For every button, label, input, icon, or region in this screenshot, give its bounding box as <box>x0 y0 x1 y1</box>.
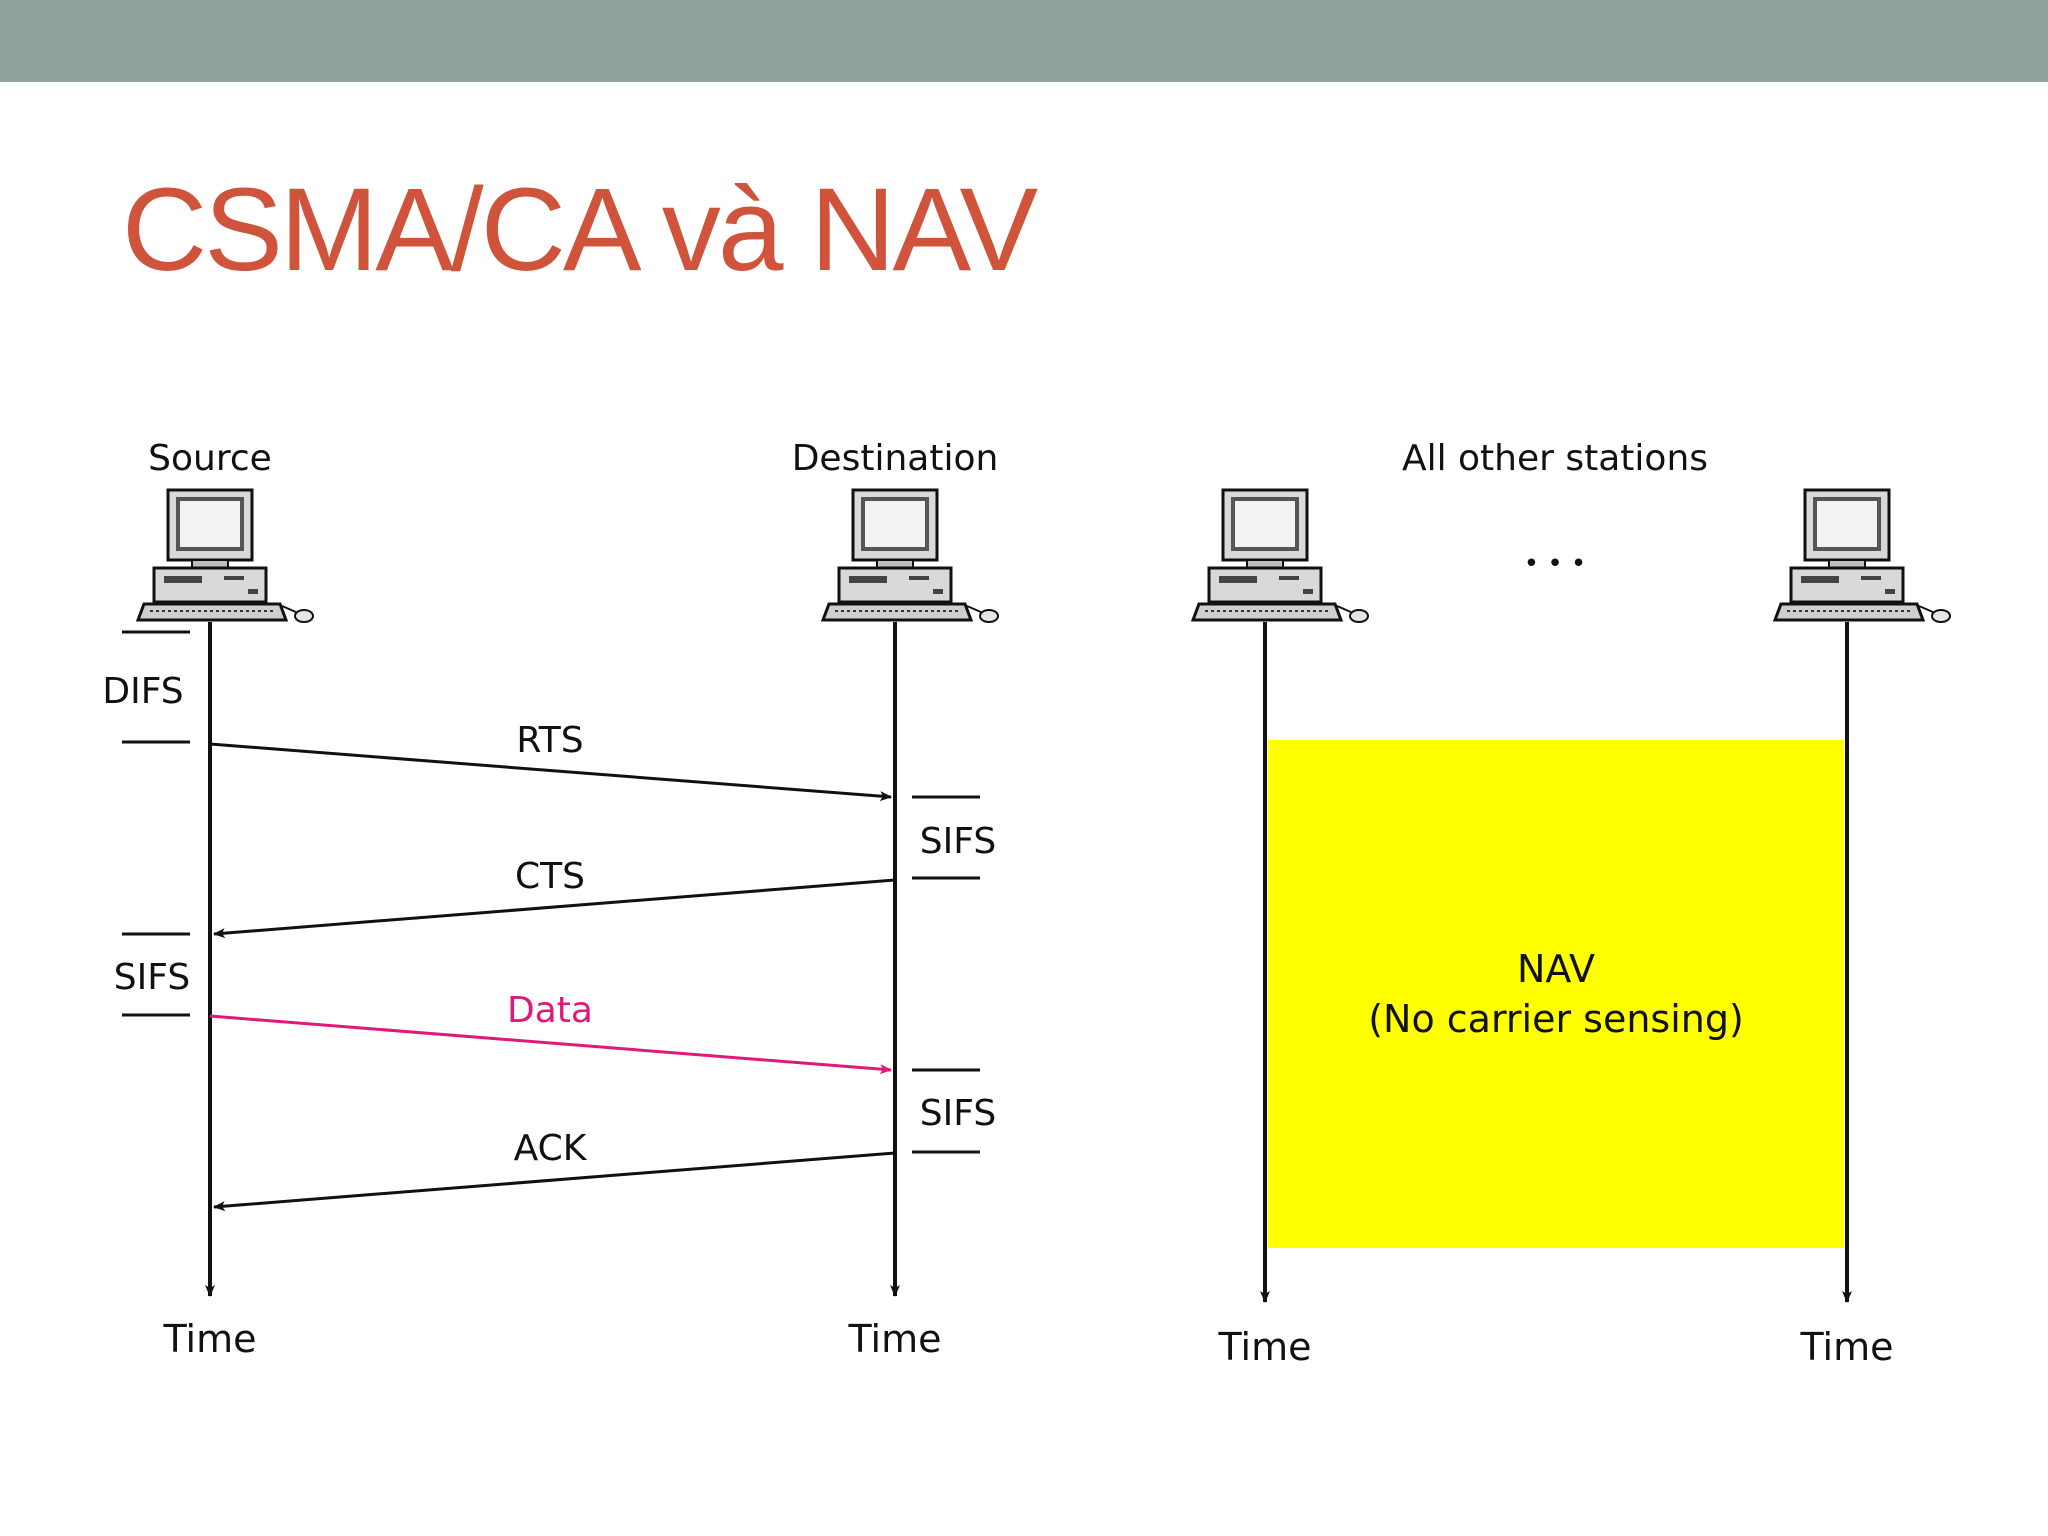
ack-label: ACK <box>514 1128 588 1169</box>
data-arrow <box>209 1014 892 1075</box>
nav-note: (No carrier sensing) <box>1368 997 1744 1041</box>
sifs-label: SIFS <box>114 957 190 998</box>
rts-arrow <box>209 742 892 802</box>
time-label: Time <box>163 1317 257 1361</box>
destination-label: Destination <box>792 438 999 479</box>
ellipsis-label: • • • <box>1524 549 1587 579</box>
other-station-computer-icon <box>1191 488 1370 624</box>
other-station-computer-icon <box>1773 488 1952 624</box>
data-label: Data <box>507 990 593 1031</box>
other-stations-label: All other stations <box>1402 438 1708 479</box>
rts-label: RTS <box>516 720 583 761</box>
time-label: Time <box>848 1317 942 1361</box>
time-label: Time <box>1800 1325 1894 1369</box>
destination-computer-icon <box>821 488 1000 624</box>
sifs-label: SIFS <box>920 1093 996 1134</box>
ack-arrow <box>213 1151 896 1212</box>
cts-arrow <box>213 878 896 939</box>
source-label: Source <box>148 438 272 479</box>
source-computer-icon <box>136 488 315 624</box>
slide-title: CSMA/CA và NAV <box>122 164 1038 296</box>
time-label: Time <box>1218 1325 1312 1369</box>
nav-label: NAV <box>1517 947 1595 991</box>
sifs-label: SIFS <box>920 821 996 862</box>
nav-period-box <box>1268 740 1844 1248</box>
top-bar <box>0 0 2048 82</box>
cts-label: CTS <box>515 856 585 897</box>
difs-label: DIFS <box>102 671 183 712</box>
